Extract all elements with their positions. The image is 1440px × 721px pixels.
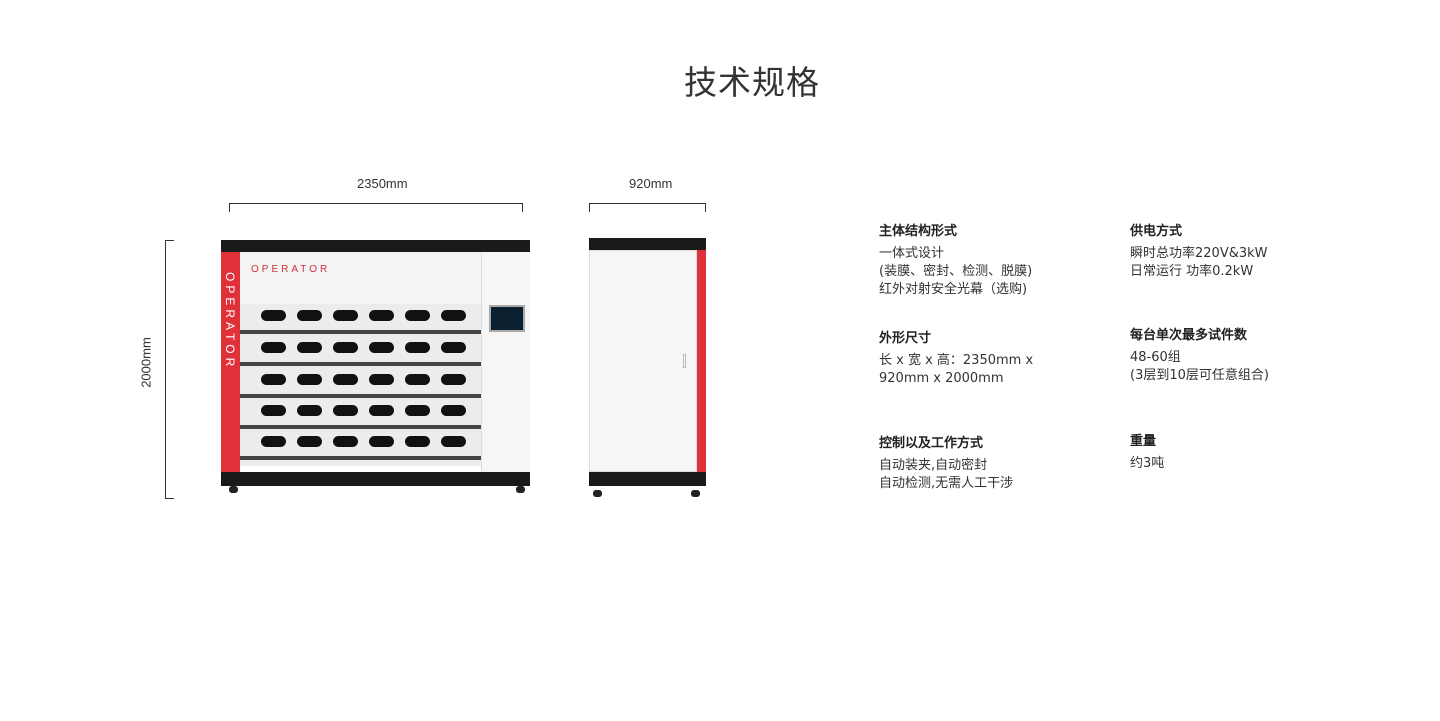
spec-capacity: 每台单次最多试件数 48-60组 (3层到10层可任意组合)	[1130, 324, 1380, 385]
spec-dimensions: 外形尺寸 长 x 宽 x 高：2350mm x 920mm x 2000mm	[879, 327, 1129, 388]
spec-title: 主体结构形式	[879, 224, 958, 239]
spec-title: 外形尺寸	[879, 331, 932, 346]
spec-line: 约3吨	[1130, 456, 1165, 471]
machine-front-view: OPERATOR OPERATOR	[221, 240, 530, 493]
spec-line: 瞬时总功率220V&3kW	[1130, 246, 1268, 261]
height-dimension-label: 2000mm	[138, 337, 154, 388]
specimen-slot	[261, 436, 286, 447]
spec-line: 一体式设计	[879, 246, 945, 261]
wheel-icon	[229, 486, 238, 493]
shelf-bar	[240, 362, 481, 366]
shelf-bar	[240, 425, 481, 429]
specimen-slot	[333, 310, 358, 321]
specimen-slot	[405, 436, 430, 447]
front-red-strip: OPERATOR	[221, 252, 240, 478]
specimen-slot	[297, 405, 322, 416]
spec-line: 日常运行 功率0.2kW	[1130, 264, 1254, 279]
machine-side-view	[589, 238, 706, 497]
height-dimension-bracket	[165, 240, 174, 499]
shelf-bar	[240, 394, 481, 398]
spec-line: 自动装夹,自动密封	[879, 458, 988, 473]
wheel-icon	[516, 486, 525, 493]
control-panel	[481, 252, 530, 478]
touch-screen	[489, 305, 525, 332]
specimen-slot	[333, 342, 358, 353]
specimen-slot	[441, 436, 466, 447]
specimen-slot	[441, 310, 466, 321]
specimen-slot	[369, 436, 394, 447]
front-bottom-bar	[221, 472, 530, 486]
specimen-slot	[297, 342, 322, 353]
side-top-bar	[589, 238, 706, 250]
specimen-slot	[297, 436, 322, 447]
spec-line: 自动检测,无需人工干涉	[879, 476, 1014, 491]
side-bottom-bar	[589, 472, 706, 486]
front-header-panel: OPERATOR	[240, 252, 481, 304]
depth-dimension-label: 920mm	[629, 176, 673, 191]
specimen-slot	[333, 436, 358, 447]
spec-line: 红外对射安全光幕（选购)	[879, 282, 1028, 297]
side-red-strip	[697, 250, 706, 472]
spec-line: (3层到10层可任意组合)	[1130, 368, 1269, 383]
spec-line: (装膜、密封、检测、脱膜)	[879, 264, 1033, 279]
specimen-slot	[297, 310, 322, 321]
specimen-slot	[405, 405, 430, 416]
spec-weight: 重量 约3吨	[1130, 430, 1380, 473]
wheel-icon	[593, 490, 602, 497]
specimen-slot	[441, 374, 466, 385]
page-title: 技术规格	[684, 63, 820, 102]
side-body-panel	[589, 250, 697, 472]
specimen-slot	[297, 374, 322, 385]
specimen-slot	[441, 405, 466, 416]
spec-title: 重量	[1130, 434, 1157, 449]
specimen-slot	[333, 405, 358, 416]
specimen-slot	[405, 342, 430, 353]
specimen-slot	[261, 310, 286, 321]
spec-line: 48-60组	[1130, 350, 1181, 365]
depth-dimension-bracket	[589, 203, 706, 212]
specimen-slot	[441, 342, 466, 353]
spec-structure: 主体结构形式 一体式设计 (装膜、密封、检测、脱膜) 红外对射安全光幕（选购)	[879, 220, 1129, 299]
specimen-grid	[240, 304, 481, 466]
spec-title: 供电方式	[1130, 224, 1183, 239]
spec-power: 供电方式 瞬时总功率220V&3kW 日常运行 功率0.2kW	[1130, 220, 1380, 281]
specimen-slot	[405, 310, 430, 321]
specimen-slot	[405, 374, 430, 385]
specimen-slot	[261, 374, 286, 385]
spec-control: 控制以及工作方式 自动装夹,自动密封 自动检测,无需人工干涉	[879, 432, 1129, 493]
specimen-slot	[261, 342, 286, 353]
spec-line: 920mm x 2000mm	[879, 371, 1004, 386]
shelf-bar	[240, 456, 481, 460]
specimen-slot	[369, 374, 394, 385]
front-top-bar	[221, 240, 530, 252]
spec-title: 控制以及工作方式	[879, 436, 984, 451]
specimen-slot	[333, 374, 358, 385]
specimen-slot	[261, 405, 286, 416]
width-dimension-label: 2350mm	[357, 176, 408, 191]
width-dimension-bracket	[229, 203, 523, 212]
shelf-bar	[240, 330, 481, 334]
wheel-icon	[691, 490, 700, 497]
brand-logo: OPERATOR	[251, 264, 331, 275]
specimen-slot	[369, 405, 394, 416]
spec-title: 每台单次最多试件数	[1130, 328, 1248, 343]
door-handle	[683, 354, 686, 368]
spec-line: 长 x 宽 x 高：2350mm x	[879, 353, 1034, 368]
specimen-slot	[369, 310, 394, 321]
specimen-slot	[369, 342, 394, 353]
side-brand-text: OPERATOR	[223, 272, 237, 371]
